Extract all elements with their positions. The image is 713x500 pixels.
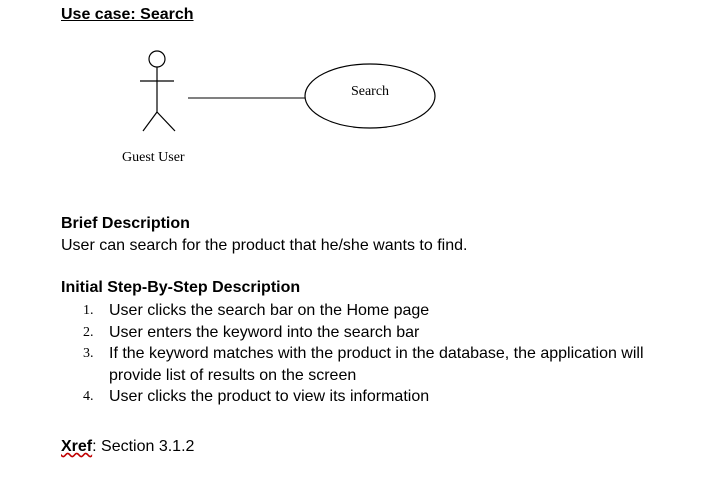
step-text: User clicks the product to view its info… bbox=[109, 388, 430, 405]
actor-figure bbox=[140, 50, 176, 132]
list-item: 2. User enters the keyword into the sear… bbox=[61, 322, 661, 344]
step-number: 2. bbox=[83, 324, 94, 340]
xref-value: Section 3.1.2 bbox=[101, 438, 195, 455]
list-item: 3. If the keyword matches with the produ… bbox=[61, 343, 661, 386]
brief-description-text: User can search for the product that he/… bbox=[61, 237, 468, 254]
step-text: User enters the keyword into the search … bbox=[109, 323, 420, 341]
step-number: 3. bbox=[83, 346, 94, 361]
steps-list: 1. User clicks the search bar on the Hom… bbox=[61, 300, 661, 408]
xref-label: Xref bbox=[61, 438, 93, 455]
use-case-label: Search bbox=[350, 84, 390, 99]
actor-label: Guest User bbox=[122, 150, 185, 165]
brief-description-heading: Brief Description bbox=[61, 215, 190, 232]
step-number: 1. bbox=[83, 303, 94, 318]
step-number: 4. bbox=[83, 389, 94, 404]
use-case-ellipse bbox=[304, 63, 436, 129]
step-text: User clicks the search bar on the Home p… bbox=[109, 302, 430, 319]
use-case-diagram bbox=[140, 50, 436, 132]
list-item: 1. User clicks the search bar on the Hom… bbox=[61, 300, 661, 322]
steps-heading: Initial Step-By-Step Description bbox=[61, 279, 301, 296]
actor-left-leg bbox=[142, 111, 158, 132]
list-item: 4. User clicks the product to view its i… bbox=[61, 386, 661, 408]
xref-line: Xref: Section 3.1.2 bbox=[61, 438, 195, 455]
step-text: If the keyword matches with the product … bbox=[109, 345, 644, 384]
actor-right-leg bbox=[156, 111, 176, 132]
actor-head bbox=[148, 50, 166, 68]
page-title: Use case: Search bbox=[61, 6, 194, 23]
